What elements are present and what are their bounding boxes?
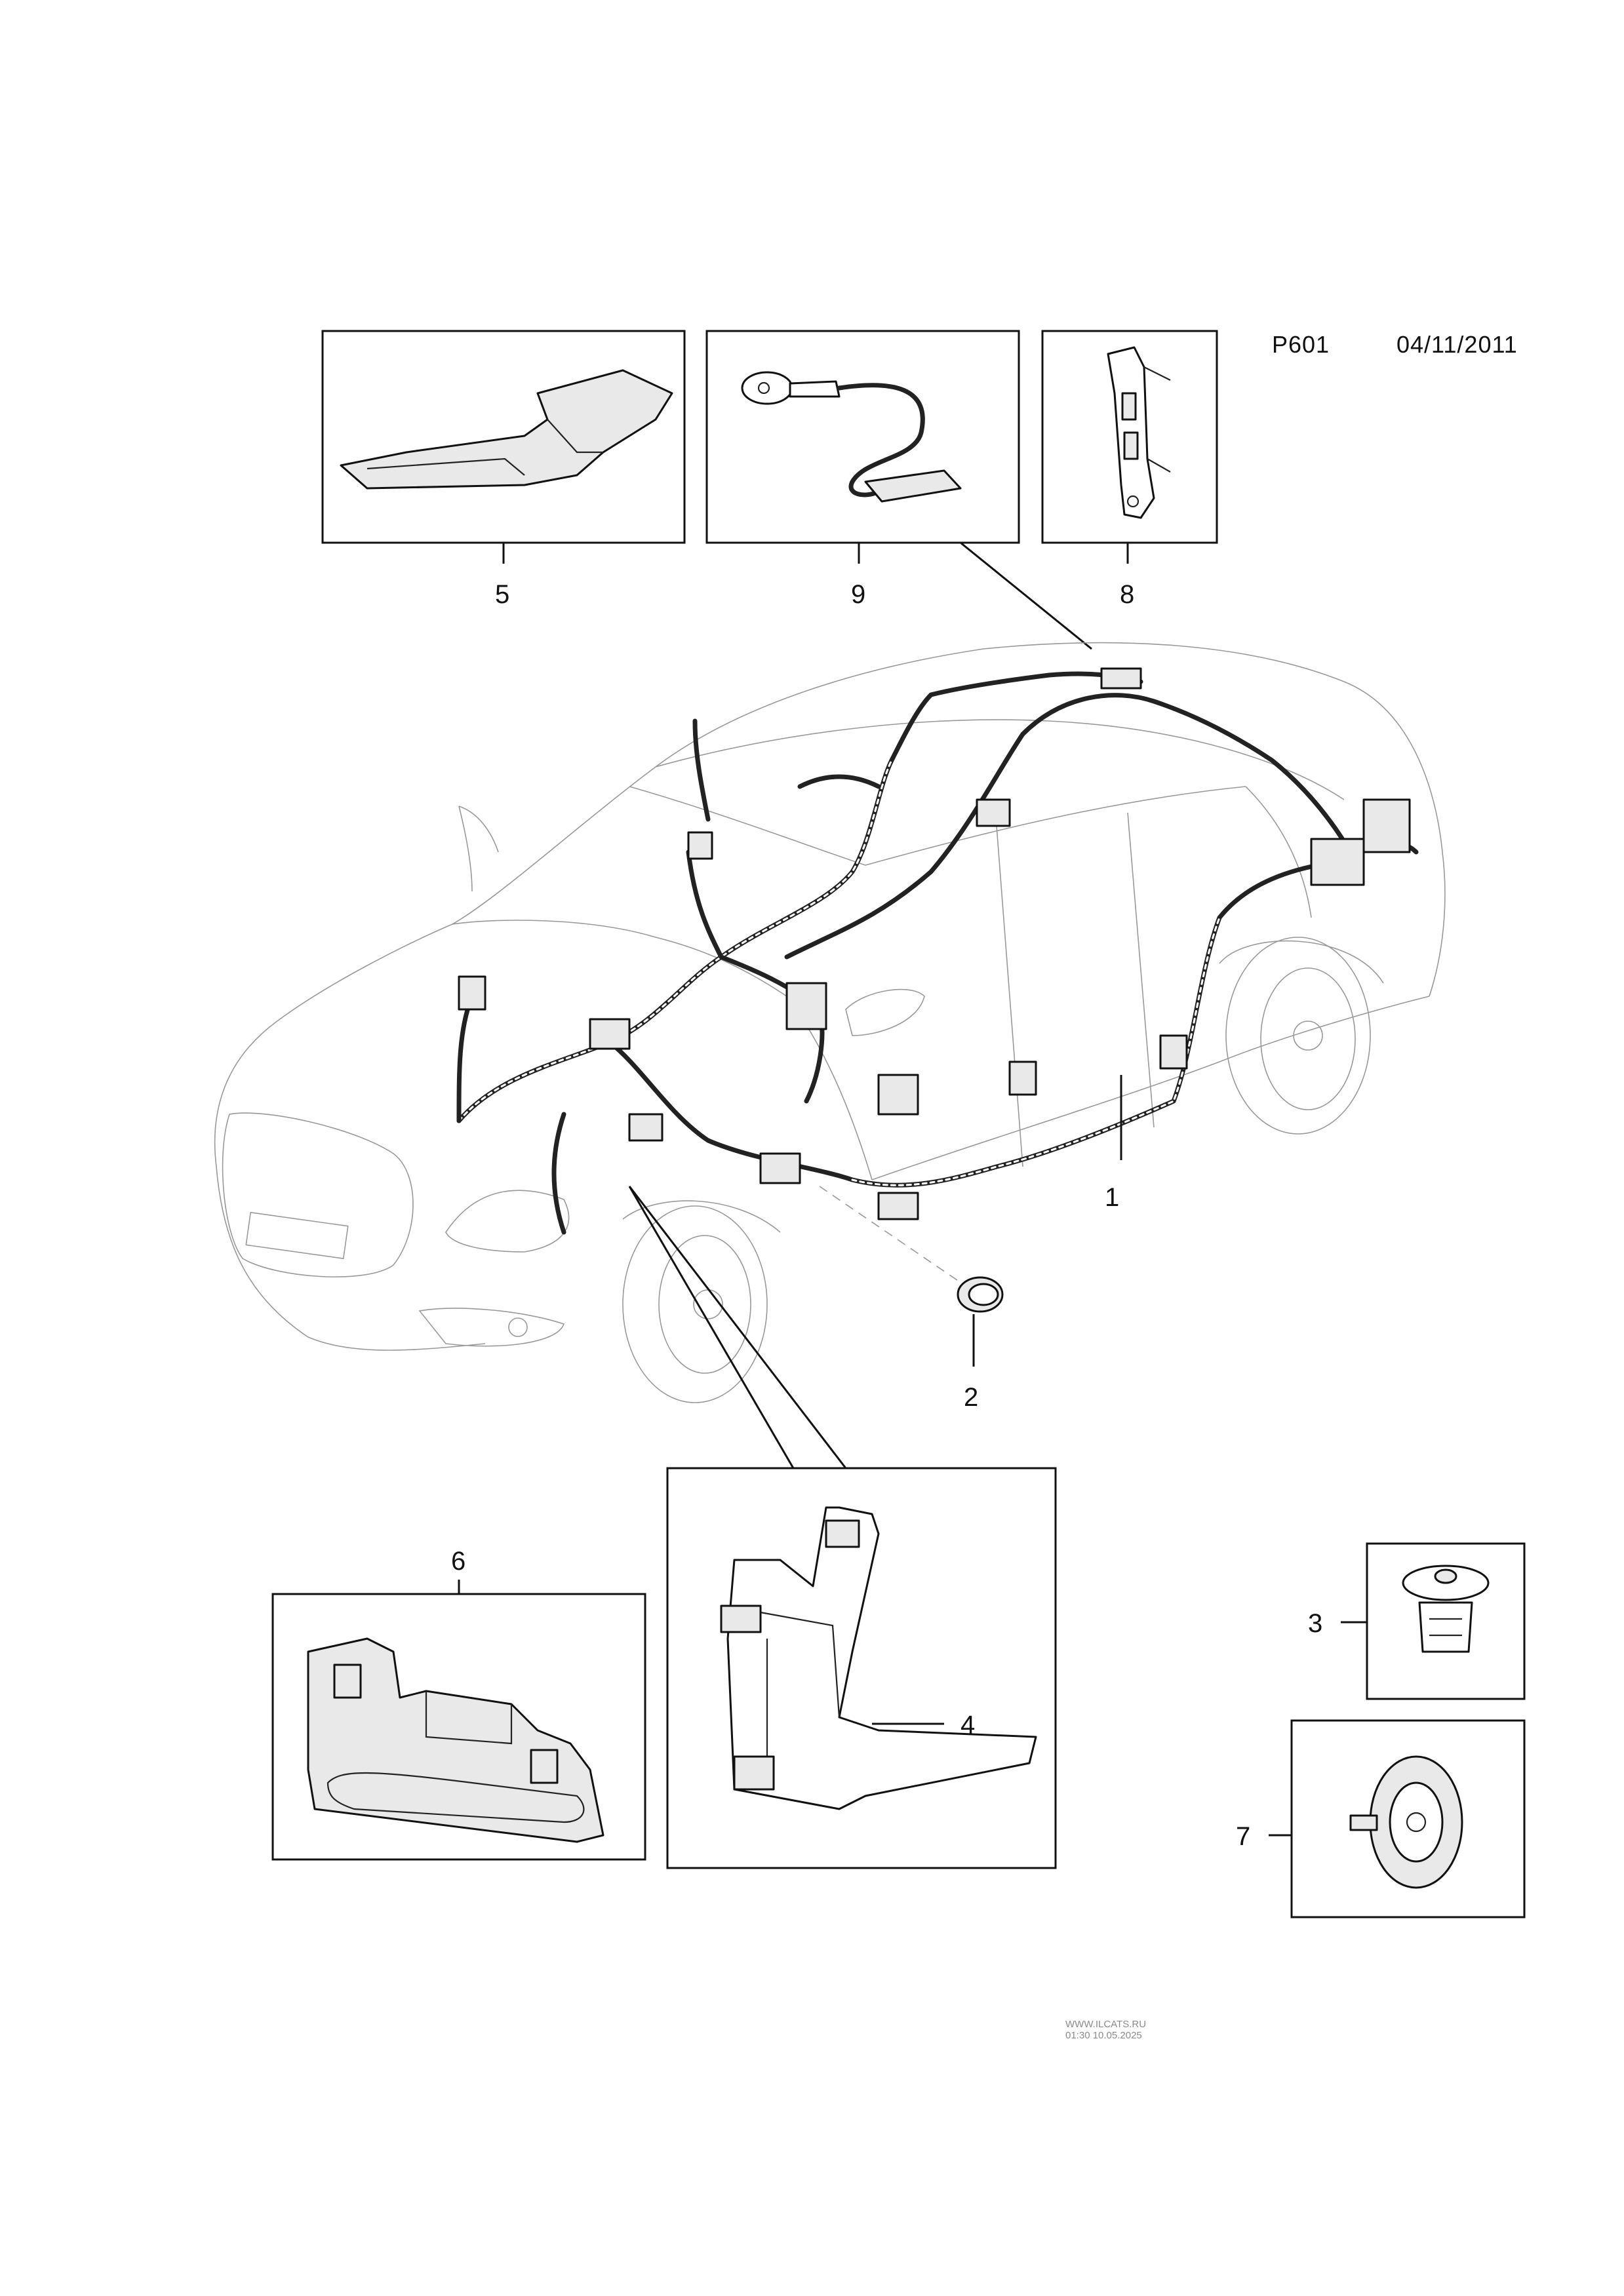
part-4-box[interactable] bbox=[666, 1467, 1057, 1869]
callout-5[interactable]: 5 bbox=[495, 580, 509, 609]
part-3-box[interactable] bbox=[1366, 1542, 1526, 1700]
part-9-box[interactable] bbox=[705, 330, 1020, 544]
callout-9[interactable]: 9 bbox=[851, 580, 865, 609]
car-body bbox=[214, 642, 1446, 1403]
callout-6[interactable]: 6 bbox=[451, 1547, 465, 1576]
diagram-date: 04/11/2011 bbox=[1396, 331, 1518, 358]
callout-3[interactable]: 3 bbox=[1308, 1609, 1322, 1638]
watermark-timestamp: 01:30 10.05.2025 bbox=[1065, 2030, 1142, 2041]
wiring-harness[interactable] bbox=[456, 667, 1419, 1235]
part-2-grommet[interactable] bbox=[819, 1186, 1004, 1313]
diagram-code: P601 bbox=[1272, 331, 1330, 358]
part-7-box[interactable] bbox=[1290, 1719, 1526, 1918]
callout-8[interactable]: 8 bbox=[1120, 580, 1134, 609]
callout-7[interactable]: 7 bbox=[1236, 1822, 1250, 1851]
watermark: WWW.ILCATS.RU 01:30 10.05.2025 bbox=[1065, 2019, 1146, 2041]
callout-1[interactable]: 1 bbox=[1105, 1183, 1119, 1212]
watermark-site: WWW.ILCATS.RU bbox=[1065, 2019, 1147, 2030]
part-5-box[interactable] bbox=[321, 330, 686, 544]
callout-2[interactable]: 2 bbox=[964, 1383, 978, 1412]
part-6-box[interactable] bbox=[271, 1593, 646, 1861]
part-8-box[interactable] bbox=[1041, 330, 1218, 544]
callout-4[interactable]: 4 bbox=[961, 1711, 975, 1740]
